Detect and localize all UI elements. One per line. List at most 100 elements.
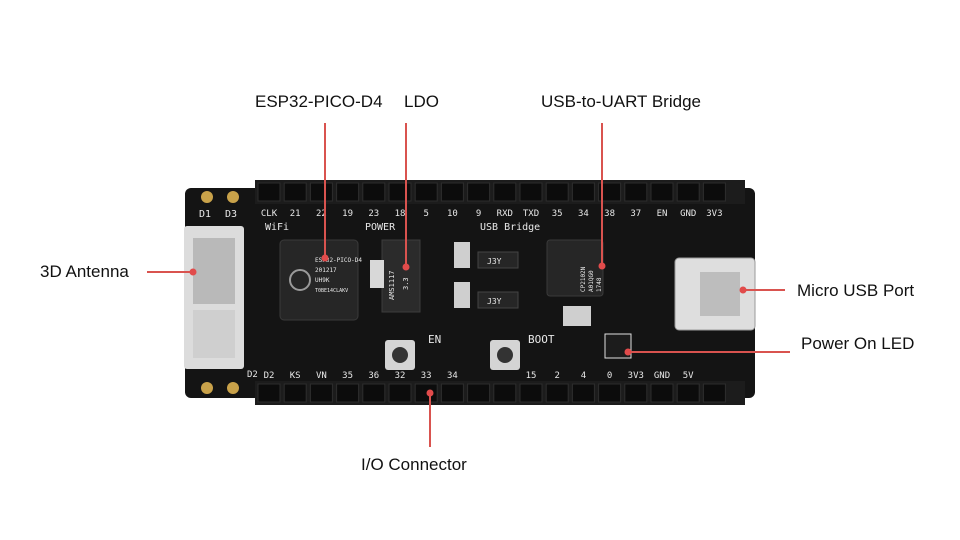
top-header-cell [257,182,281,202]
ldo-tab [370,260,384,288]
bottom-header-cell [650,383,674,403]
top-header-cell [598,182,622,202]
top-header-cell [467,182,491,202]
top-header-pin-label: 19 [342,209,353,219]
top-header-pin-label: 38 [604,209,615,219]
silk-power: POWER [365,222,396,233]
top-header-cell [336,182,360,202]
callout-led-dot [624,348,632,356]
silk-wifi: WiFi [265,222,289,233]
top-header-pin-label: CLK [261,209,278,219]
top-header-pin-label: 35 [552,209,563,219]
bottom-header-cell [414,383,438,403]
top-header-cell [414,182,438,202]
top-header-cell [519,182,543,202]
bottom-header-pin-label: 36 [368,371,379,381]
pad-d2 [201,382,213,394]
callout-dots [189,254,747,397]
top-header-cell [440,182,464,202]
top-header-cell [624,182,648,202]
bottom-header-cell [257,383,281,403]
ldo-chip-text-2: 3.3 [402,277,410,290]
label-antenna: 3D Antenna [40,262,129,281]
top-header-cell [309,182,333,202]
bottom-header-cell [336,383,360,403]
top-header-cell [676,182,700,202]
top-header-cell [545,182,569,202]
bottom-header-cell [283,383,307,403]
silk-usb-bridge: USB Bridge [480,222,540,233]
pad-d1 [201,191,213,203]
top-header-cell [571,182,595,202]
bottom-header-cell [519,383,543,403]
micro-usb-slot [700,272,740,316]
callout-esp32-dot [321,254,329,262]
pad-d3 [227,191,239,203]
esp-chip-line-1: ESP32-PICO-D4 [315,257,362,264]
top-header-pin-label: TXD [523,209,539,219]
bottom-header-pin-label: 34 [447,371,458,381]
label-io-connector: I/O Connector [361,455,467,474]
callouts [147,123,790,447]
bottom-header-cell [676,383,700,403]
boot-button-cap [497,347,513,363]
top-header-pin-label: 21 [290,209,301,219]
bottom-header-pin-label: GND [654,371,670,381]
callout-uart-dot [598,262,606,270]
top-header-cell [283,182,307,202]
bottom-header-cell [624,383,648,403]
label-esp32: ESP32-PICO-D4 [255,92,383,111]
top-header-pin-label: 34 [578,209,589,219]
label-usb-uart: USB-to-UART Bridge [541,92,701,111]
bottom-header-pin-label: KS [290,371,301,381]
silk-d3: D3 [225,209,237,220]
top-header-pin-label: 18 [395,209,406,219]
bottom-header-pin-label: VN [316,371,327,381]
callout-antenna-dot [189,268,197,276]
bottom-header-cell [545,383,569,403]
uart-chip-line-1: CP2102N [580,266,587,292]
callout-io-dot [426,389,434,397]
bottom-header-pin-label: 33 [421,371,432,381]
bottom-header-cell [388,383,412,403]
bottom-header-cell [493,383,517,403]
passive-2 [454,282,470,308]
passive-1 [454,242,470,268]
antenna-element [193,238,235,304]
transistor-1 [477,251,519,269]
bottom-header-cell [598,383,622,403]
component-block [563,306,591,326]
bottom-header-pin-label: 32 [395,371,406,381]
callout-usb-dot [739,286,747,294]
uart-chip-line-2: A01QG0 [588,270,595,292]
antenna-base [193,310,235,358]
esp32-chip [279,239,359,321]
bottom-header-cells [257,383,726,403]
top-header-cell [362,182,386,202]
bottom-header-cell [362,383,386,403]
top-header-pin-label: 10 [447,209,458,219]
top-header-pin-label: 5 [423,209,428,219]
top-header-pin-label: EN [657,209,668,219]
en-button-cap [392,347,408,363]
ldo-chip [381,239,421,313]
top-header-pin-label: 23 [368,209,379,219]
label-micro-usb: Micro USB Port [797,281,915,300]
top-header-pin-label: 9 [476,209,481,219]
bottom-header-pin-label: 15 [526,371,537,381]
callout-ldo-dot [402,263,410,271]
esp-chip-line-3: UH9K [315,277,330,284]
bottom-header-cell [440,383,464,403]
silk-d1: D1 [199,209,211,220]
espressif-logo-icon [289,269,311,291]
bottom-header-pin-label: D2 [264,371,275,381]
bottom-header-pin-label: 2 [554,371,559,381]
pad-d4 [227,382,239,394]
top-header-cell [650,182,674,202]
bottom-header-pin-label: 5V [683,371,694,381]
top-header-pin-label: GND [680,209,696,219]
silk-en: EN [428,333,441,346]
ldo-chip-text-1: AMS1117 [388,270,396,300]
